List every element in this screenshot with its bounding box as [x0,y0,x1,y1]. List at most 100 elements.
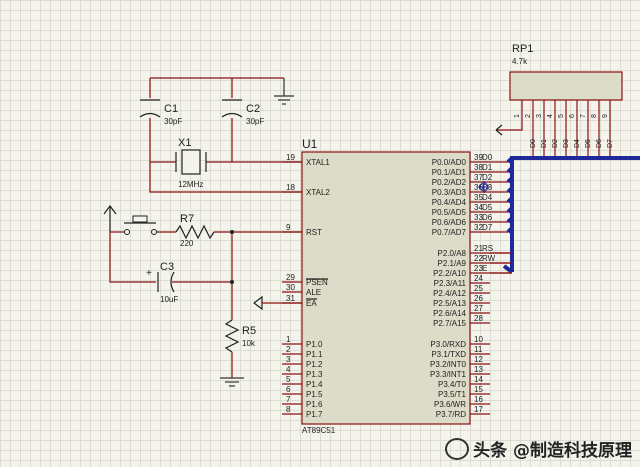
capacitor-c1[interactable] [139,99,161,118]
c3-ref: C3 [160,261,174,273]
u1-left-pin-name: ALE [306,288,321,297]
resistor-r7[interactable] [175,224,215,240]
u1-right-pin-name: P2.7/A15 [433,319,466,328]
u1-right-pin-name: P0.1/AD1 [432,168,467,177]
u1-net-label: RW [482,254,496,263]
u1-net-label: D0 [482,153,493,162]
rp1-body[interactable] [509,71,623,101]
u1-right-pin-name: P0.5/AD5 [432,208,467,217]
u1-right-pin-name: P2.1/A9 [438,259,467,268]
r5-ref: R5 [242,325,256,337]
u1-net-label: D7 [482,223,493,232]
u1-right-pin-name: P0.0/AD0 [432,158,467,167]
u1-net-label: E [482,264,487,273]
u1-right-pin-number: 35 [474,193,483,202]
c3-value: 10uF [160,295,178,304]
rp1-pin-number: 2 [525,114,532,118]
u1-right-pin-name: P0.6/AD6 [432,218,467,227]
c1-xtal2-wire [149,78,302,193]
reset-button[interactable] [124,215,157,235]
u1-right-pin-number: 32 [474,223,483,232]
u1-right-pin-name: P3.6/WR [434,400,466,409]
u1-right-pin-number: 37 [474,173,483,182]
u1-right-pin-number: 14 [474,375,483,384]
junction-c3 [230,280,234,284]
bus-entry-line [506,186,514,194]
u1-left-pin-name: P1.4 [306,380,323,389]
u1-left-pin-name: XTAL1 [306,158,330,167]
u1-right-pin-number: 15 [474,385,483,394]
u1-net-label: D5 [482,203,493,212]
u1-right-pin-number: 13 [474,365,483,374]
u1-right-pin-number: 23 [474,264,483,273]
u1-right-pin-number: 22 [474,254,483,263]
u1-right-pin-number: 11 [474,345,483,354]
junction-rst [230,230,234,234]
u1-right-pin-number: 25 [474,284,483,293]
u1-right-pin-name: P2.3/A11 [434,279,467,288]
u1-right-pin-number: 39 [474,153,483,162]
rp1-pin-number: 3 [536,114,543,118]
u1-left-pin-number: 18 [286,183,295,192]
u1-right-pin-name: P0.3/AD3 [432,188,467,197]
watermark: 头条 @制造科技原理 [445,436,632,461]
svg-text:+: + [146,268,152,279]
rp1-net-label: D5 [585,139,592,148]
capacitor-c3[interactable]: + [146,268,175,293]
rp1-pin-number: 9 [602,114,609,118]
u1-net-label: D6 [482,213,493,222]
u1-right-pin-name: P0.2/AD2 [432,178,467,187]
u1-right-pin-name: P3.4/T0 [438,380,467,389]
rp1-common-arrow [495,124,503,136]
chat-bubble-icon [445,437,470,460]
u1-right-pin-name: P0.7/AD7 [432,228,467,237]
probe-marker [478,181,490,193]
u1-left-pin-number: 7 [286,395,291,404]
bus-entries [490,156,514,274]
u1-left-pin-name: P1.3 [306,370,323,379]
u1-left-pin-name: P1.1 [306,350,323,359]
u1-right-pin-name: P2.6/A14 [433,309,466,318]
ea-vcc-arrow [253,295,302,311]
u1-right-pin-name: P2.5/A13 [433,299,466,308]
u1-net-label: D4 [482,193,493,202]
u1-right-pin-number: 10 [474,335,483,344]
u1-left-pin-name: PSEN [306,278,328,287]
u1-left-pin-name: P1.7 [306,410,323,419]
u1-right-pin-number: 21 [474,244,483,253]
crystal-x1[interactable] [175,149,207,175]
u1-right-pin-number: 38 [474,163,483,172]
capacitor-c2[interactable] [221,99,243,118]
u1-ref: U1 [302,137,318,151]
u1-net-label: D1 [482,163,493,172]
rp1-net-label: D3 [563,139,570,148]
u1-left-pin-name: P1.5 [306,390,323,399]
u1-left-pin-number: 6 [286,385,291,394]
u1-right-pin-number: 33 [474,213,483,222]
u1-right-pins: 39P0.0/AD0D038P0.1/AD1D137P0.2/AD2D236P0… [430,153,512,419]
u1-body[interactable] [301,151,471,425]
r7-ref: R7 [180,213,194,225]
u1-left-pin-name: EA [306,299,317,308]
bus-entry-line [506,226,514,234]
u1-left-pin-name: P1.2 [306,360,323,369]
bus-entry-line [506,166,514,174]
u1-left-pin-name: P1.6 [306,400,323,409]
vcc-c3-wire [109,232,156,283]
u1-left-pin-number: 29 [286,273,295,282]
u1-right-pin-name: P3.5/T1 [438,390,467,399]
u1-right-pin-name: P3.0/RXD [430,340,466,349]
u1-right-pin-number: 12 [474,355,483,364]
bus-entry-line [506,176,514,184]
rp1-value: 4.7k [512,57,528,66]
u1-left-pin-name: XTAL2 [306,188,330,197]
u1-net-label: D2 [482,173,493,182]
u1-left-pin-name: P1.0 [306,340,323,349]
data-bus [510,156,640,272]
vcc-arrow [103,205,117,232]
u1-right-pin-name: P2.2/A10 [433,269,466,278]
resistor-r5[interactable] [224,319,240,353]
